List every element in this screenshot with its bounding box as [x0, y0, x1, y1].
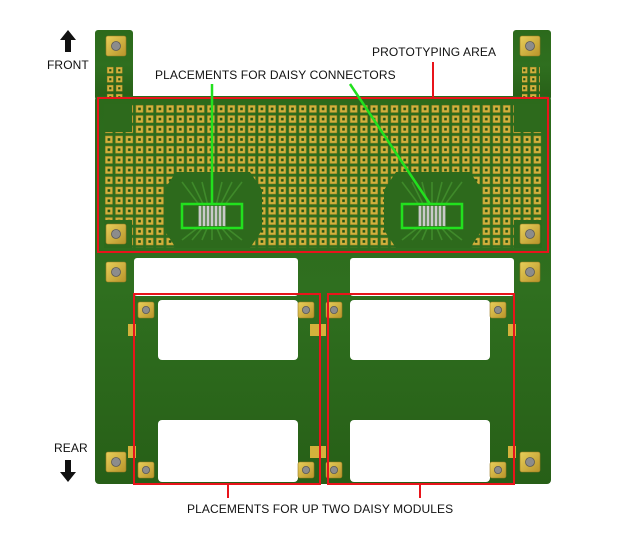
mounting-pad [325, 301, 343, 319]
mounting-pad [489, 461, 507, 479]
daisy-connectors-label: PLACEMENTS FOR DAISY CONNECTORS [155, 68, 396, 82]
daisy-connector-box-right [400, 202, 464, 230]
daisy-modules-label: PLACEMENTS FOR UP TWO DAISY MODULES [187, 502, 454, 516]
side-pad [508, 324, 516, 336]
connector-highlights [180, 83, 464, 230]
mounting-pad [519, 261, 541, 283]
front-label: FRONT [47, 58, 89, 72]
mounting-pad [519, 35, 541, 57]
mounting-pad [137, 301, 155, 319]
side-pad [318, 324, 326, 336]
side-pad [310, 446, 318, 458]
prototyping-area-box [97, 97, 549, 253]
side-pad [310, 324, 318, 336]
prototyping-grid [104, 104, 542, 248]
side-pad [318, 446, 326, 458]
left-ear-holes [106, 66, 124, 98]
mounting-pad [137, 461, 155, 479]
mounting-pad [325, 461, 343, 479]
highlight-boxes [97, 62, 549, 498]
mounting-pads [105, 35, 541, 479]
side-pad [128, 324, 136, 336]
mounting-pad [519, 451, 541, 473]
right-ear-holes [522, 66, 540, 98]
side-pad [128, 446, 136, 458]
mounting-pad [297, 301, 315, 319]
mounting-pad [519, 223, 541, 245]
rear-arrow-icon [60, 460, 76, 482]
mounting-pad [105, 451, 127, 473]
mounting-pad [489, 301, 507, 319]
mounting-pad [105, 35, 127, 57]
rear-label: REAR [54, 441, 88, 455]
front-arrow-icon [60, 30, 76, 52]
side-pad [508, 446, 516, 458]
prototyping-area-label: PROTOTYPING AREA [372, 45, 497, 59]
mounting-pad [105, 261, 127, 283]
mounting-pad [105, 223, 127, 245]
module-cutouts [134, 258, 514, 482]
mounting-pad [297, 461, 315, 479]
